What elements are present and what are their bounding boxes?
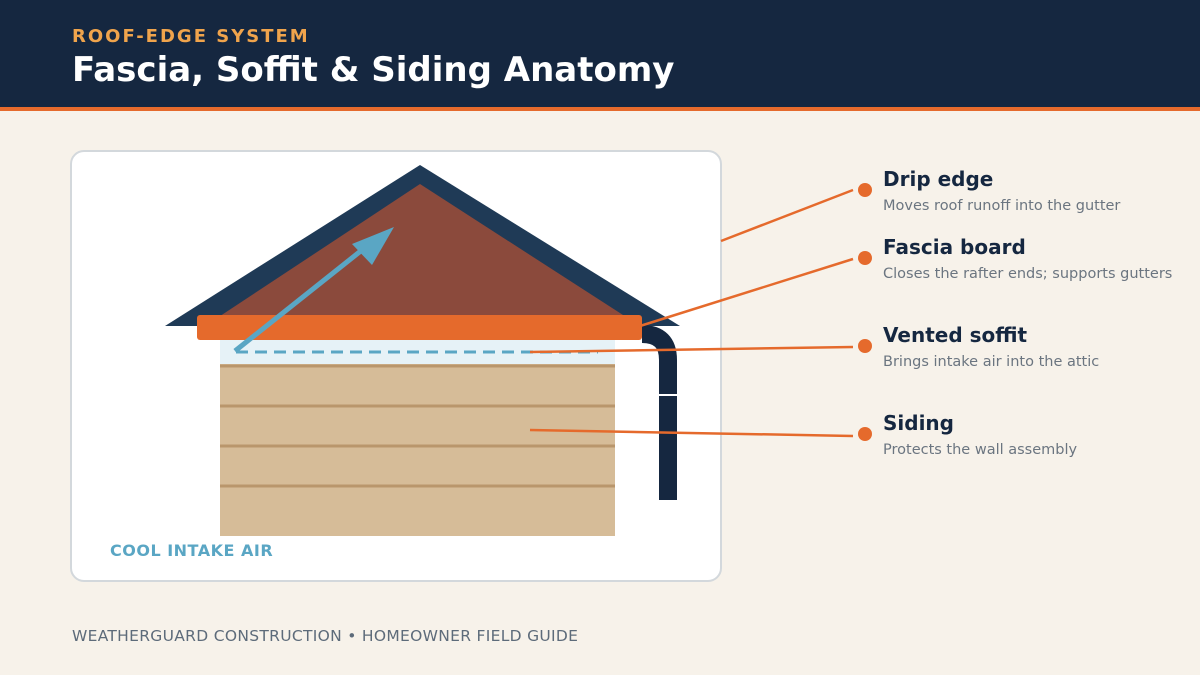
callout-title: Siding <box>883 411 954 435</box>
callout-description: Moves roof runoff into the gutter <box>883 198 1121 214</box>
dot-drip-edge <box>858 183 872 197</box>
header-banner: ROOF-EDGE SYSTEM Fascia, Soffit & Siding… <box>0 0 1200 111</box>
leader-dots <box>858 183 872 441</box>
footer-credit: WEATHERGUARD CONSTRUCTION • HOMEOWNER FI… <box>72 627 579 645</box>
callout-siding: Siding Protects the wall assembly <box>883 411 1077 458</box>
fascia-board <box>197 315 642 340</box>
dot-siding <box>858 427 872 441</box>
intake-air-arrow <box>233 248 364 353</box>
callout-description: Brings intake air into the attic <box>883 354 1100 370</box>
leader-lines <box>529 188 854 438</box>
roof <box>205 184 640 326</box>
page-title: Fascia, Soffit & Siding Anatomy <box>72 50 675 90</box>
dot-soffit <box>858 339 872 353</box>
callout-title: Drip edge <box>883 167 994 191</box>
leader-soffit <box>529 345 854 354</box>
siding-wall <box>220 364 615 536</box>
eyebrow-label: ROOF-EDGE SYSTEM <box>72 26 310 47</box>
callout-fascia-board: Fascia board Closes the rafter ends; sup… <box>883 235 1172 282</box>
callout-title: Vented soffit <box>883 323 1028 347</box>
leader-drip-edge <box>720 188 854 243</box>
siding-lap-lines <box>220 364 615 488</box>
intake-air-arrowhead <box>352 227 394 265</box>
leader-fascia <box>639 257 854 328</box>
callout-drip-edge: Drip edge Moves roof runoff into the gut… <box>883 167 1120 214</box>
leader-siding <box>529 428 854 438</box>
callout-description: Closes the rafter ends; supports gutters <box>883 266 1173 282</box>
callout-description: Protects the wall assembly <box>883 442 1078 458</box>
dot-fascia <box>858 251 872 265</box>
gutter-downspout <box>641 325 677 500</box>
intake-air-label: COOL INTAKE AIR <box>110 541 274 560</box>
callout-vented-soffit: Vented soffit Brings intake air into the… <box>883 323 1099 370</box>
callout-title: Fascia board <box>883 235 1026 259</box>
